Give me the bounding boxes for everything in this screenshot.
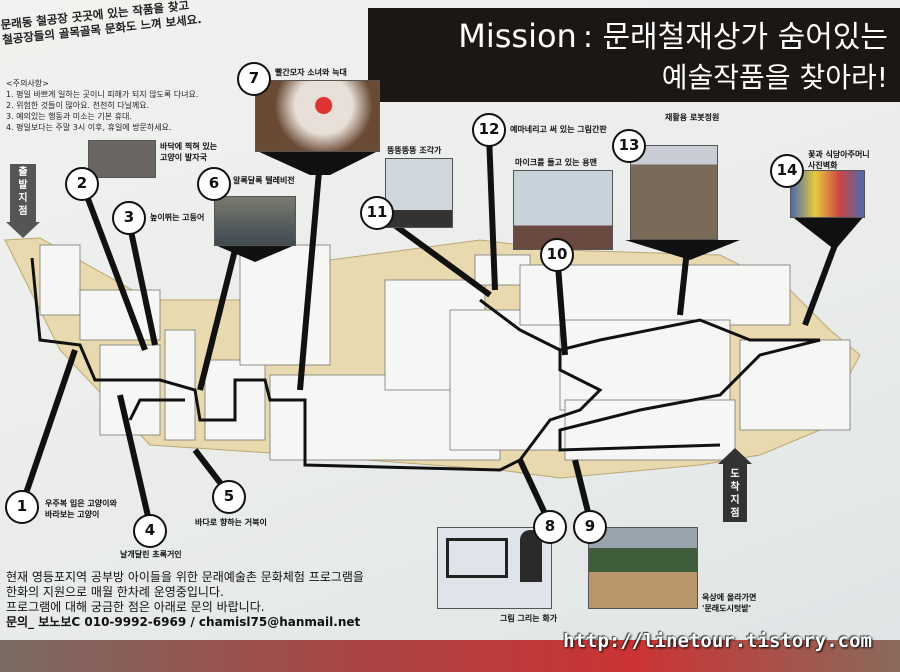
info-line: 한화의 지원으로 매월 한차례 운영중입니다.: [6, 585, 224, 599]
spot-7-label: 빨간모자 소녀와 늑대: [275, 68, 347, 77]
caution-title: <주의사항>: [6, 79, 49, 88]
spot-4-badge[interactable]: 4: [133, 514, 167, 548]
up-arrow-icon: [718, 448, 752, 464]
route-line: [30, 257, 821, 472]
spot-9-label: 옥상에 올라가면'문래도시텃밭': [702, 593, 757, 613]
caution-list: <주의사항> 1. 평일 바쁘게 일하는 곳이니 피해가 되지 않도록 다녀요.…: [6, 78, 198, 133]
photo-sculptor: [385, 158, 453, 228]
spot-4-label: 날개달린 초록거인: [120, 550, 182, 559]
contact-line: 문의_ 보노보C 010-9992-6969 / chamisl75@hanma…: [6, 615, 364, 630]
photo-cat-footprint: [88, 140, 156, 178]
caution-item: 1. 평일 바쁘게 일하는 곳이니 피해가 되지 않도록 다녀요.: [6, 90, 199, 99]
painter-frame: [446, 538, 508, 578]
photo7-stand: [255, 150, 380, 175]
spot-1-badge[interactable]: 1: [5, 490, 39, 524]
photo-robot-garden: [630, 145, 718, 240]
end-marker: 도착지점: [723, 464, 747, 522]
spot-12-label: 예마네리고 써 있는 그림간판: [510, 125, 607, 134]
watermark: http://linetour.tistory.com: [563, 630, 872, 652]
route-map: [4, 134, 865, 526]
spot-3-badge[interactable]: 3: [112, 201, 146, 235]
program-info: 현재 영등포지역 공부방 아이들을 위한 문래예술촌 문화체험 프로그램을 한화…: [6, 570, 364, 630]
spot-10-label: 마이크를 들고 있는 용맨: [515, 158, 597, 167]
mission-word: Mission: [458, 17, 577, 55]
spot-6-label: 알록달록 텔레비전: [233, 176, 295, 185]
photo-mic-man: [513, 170, 613, 250]
spot-11-badge[interactable]: 11: [360, 196, 394, 230]
photo-red-hood: [255, 80, 380, 152]
mission-line1: : 문래철재상가 숨어있는: [582, 20, 888, 55]
photo14-stand: [790, 215, 865, 250]
photo-tv: [214, 196, 296, 246]
spot-13-badge[interactable]: 13: [612, 129, 646, 163]
background-surface: [0, 640, 900, 672]
spot-9-badge[interactable]: 9: [573, 510, 607, 544]
spot-12-badge[interactable]: 12: [472, 113, 506, 147]
spot-10-badge[interactable]: 10: [540, 238, 574, 272]
caution-item: 4. 평일보다는 주말 3시 이후, 휴일에 방문하세요.: [6, 123, 172, 132]
spot-7-badge[interactable]: 7: [237, 62, 271, 96]
photo6-stand: [215, 245, 295, 262]
contact-prefix: 문의_ 보노보C: [6, 615, 81, 629]
mission-line2: 예술작품을 찾아라!: [661, 61, 888, 94]
down-arrow-icon: [6, 222, 40, 238]
info-line: 프로그램에 대해 궁금한 점은 아래로 문의 바랍니다.: [6, 600, 265, 614]
caution-item: 2. 위험한 것들이 많아요. 천천히 다닐께요.: [6, 101, 150, 110]
spot-14-badge[interactable]: 14: [770, 154, 804, 188]
spot-8-label: 그림 그리는 화가: [500, 614, 558, 623]
spot-3-label: 높이뛰는 고등어: [150, 213, 205, 222]
info-line: 현재 영등포지역 공부방 아이들을 위한 문래예술촌 문화체험 프로그램을: [6, 570, 364, 584]
contact-details: 010-9992-6969 / chamisl75@hanmail.net: [84, 615, 361, 629]
photo-rooftop-garden: [588, 527, 698, 609]
photo13-stand: [625, 240, 740, 260]
poster: 문래동 철공장 곳곳에 있는 작품을 찾고 철공장들의 골목골목 문화도 느껴 …: [0, 0, 900, 640]
start-marker: 출발지점: [10, 164, 36, 224]
start-label: 출발지점: [18, 167, 28, 217]
photo-painter: [437, 527, 552, 609]
spot-13-label: 재활용 로봇정원: [665, 113, 720, 122]
spot-11-label: 뚱뚱뚱뚱 조각가: [387, 146, 442, 155]
caution-item: 3. 예의있는 행동과 미소는 기본 휴대.: [6, 112, 132, 121]
spot-5-label: 바다로 향하는 거북이: [195, 518, 267, 527]
end-label: 도착지점: [730, 469, 740, 519]
spot-2-badge[interactable]: 2: [65, 167, 99, 201]
spot-8-badge[interactable]: 8: [533, 510, 567, 544]
spot-6-badge[interactable]: 6: [197, 167, 231, 201]
painter-silhouette: [520, 530, 542, 582]
mission-banner: Mission: 문래철재상가 숨어있는 예술작품을 찾아라!: [368, 8, 900, 102]
photo-mural: [790, 170, 865, 218]
spot-5-badge[interactable]: 5: [212, 480, 246, 514]
